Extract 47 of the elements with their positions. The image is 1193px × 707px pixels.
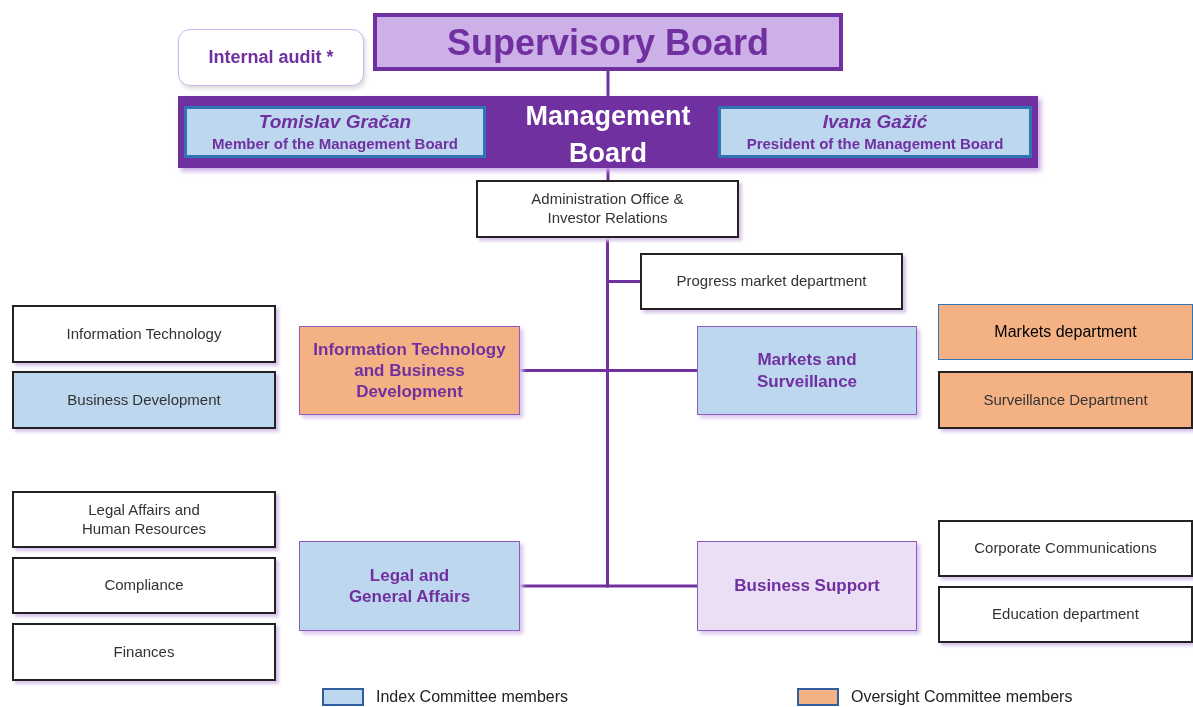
department-box: [476, 180, 739, 238]
division-box: [299, 326, 520, 415]
department-box: [938, 304, 1193, 360]
legend-label: Oversight Committee members: [851, 687, 1073, 707]
box-label: Legal Affairs and Human Resources: [80, 500, 208, 539]
department-box: [12, 491, 276, 548]
box-label: Legal and General Affairs: [348, 564, 471, 608]
box-label: Internal audit *: [208, 46, 334, 69]
role-label: Member of the Management Board: [212, 134, 458, 154]
role-label: President of the Management Board: [746, 134, 1004, 154]
connector-line: [606, 238, 697, 588]
department-box: [12, 623, 276, 681]
box-label: Education department: [992, 605, 1139, 624]
box-label: Information Technology: [66, 324, 222, 344]
legend-label: Index Committee members: [376, 687, 569, 707]
box-label: Progress market department: [676, 272, 867, 291]
band-title: Management Board: [524, 100, 692, 170]
connector-line: [606, 71, 610, 96]
board-band: [178, 96, 1038, 168]
box-label: Compliance: [104, 576, 184, 595]
board-box: [373, 13, 843, 71]
department-box: [12, 305, 276, 363]
box-label: Business Development: [67, 390, 221, 410]
box-label: Business Support: [734, 575, 880, 597]
box-label: Surveillance Department: [983, 390, 1148, 410]
box-label: Information Technology and Business Development: [312, 338, 507, 403]
department-box: [12, 371, 276, 429]
connector-line: [606, 168, 610, 180]
division-box: [299, 541, 520, 631]
division-box: [697, 541, 917, 631]
box-label: Markets and Surveillance: [755, 349, 859, 392]
box-label: Administration Office & Investor Relations: [530, 190, 685, 228]
box-label: Supervisory Board: [446, 20, 770, 65]
department-box: [640, 253, 903, 310]
member-box: [184, 106, 486, 158]
audit-box: [178, 29, 364, 86]
box-label: Tomislav Gračan: [258, 110, 412, 134]
department-box: [12, 557, 276, 614]
box-label: Finances: [113, 642, 175, 662]
member-box: [718, 106, 1032, 158]
box-label: Corporate Communications: [974, 539, 1157, 558]
department-box: [938, 371, 1193, 429]
box-label: Markets department: [994, 322, 1137, 342]
department-box: [938, 586, 1193, 643]
division-box: [697, 326, 917, 415]
department-box: [938, 520, 1193, 577]
box-label: Ivana Gažić: [822, 110, 928, 134]
